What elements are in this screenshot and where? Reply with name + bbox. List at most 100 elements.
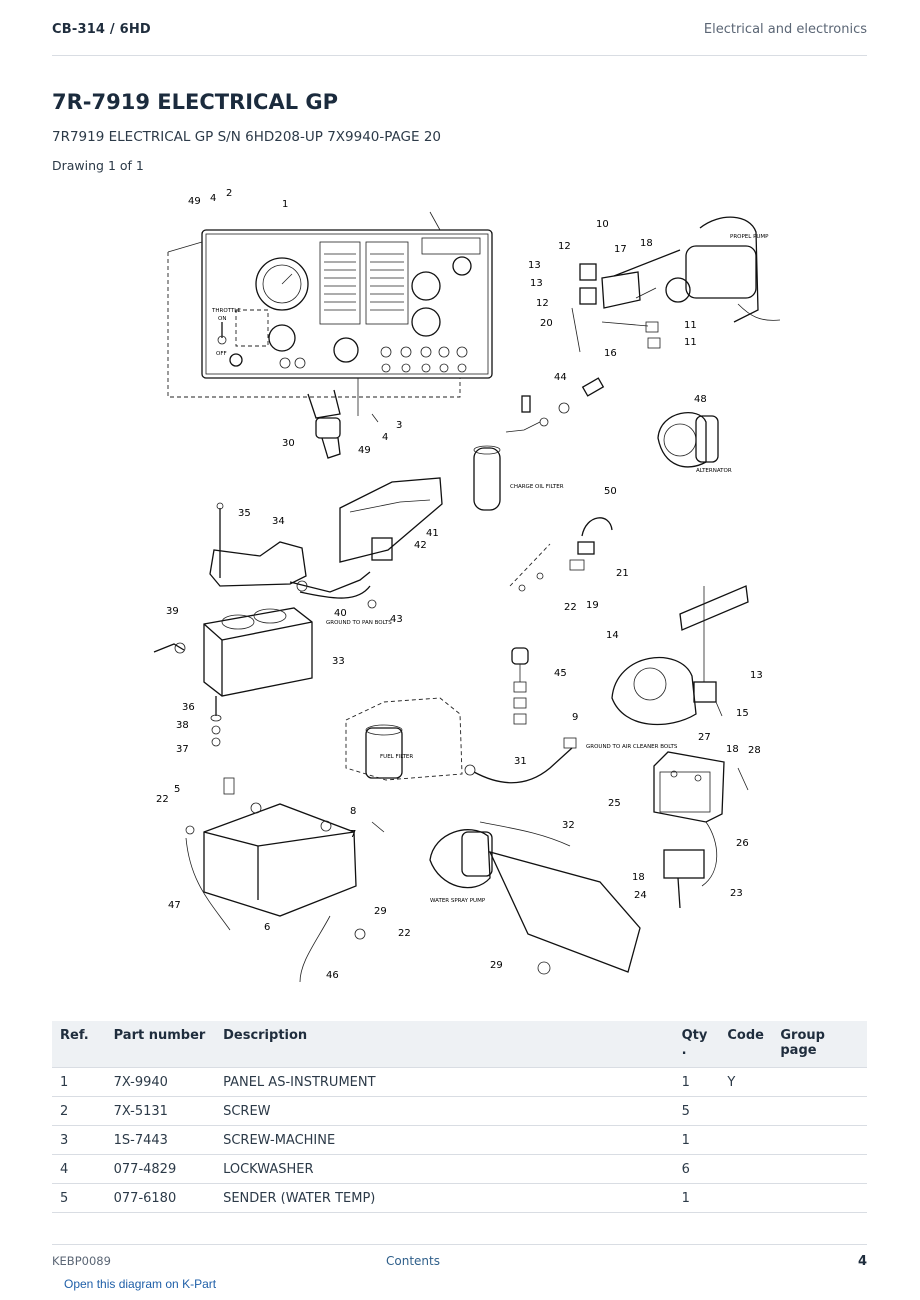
- callout-1[interactable]: 1: [282, 199, 288, 210]
- callout-34[interactable]: 34: [272, 516, 285, 527]
- callout-49[interactable]: 49: [188, 196, 201, 207]
- caption-ground-pan: GROUND TO PAN BOLTS: [326, 620, 392, 626]
- callout-39[interactable]: 39: [166, 606, 179, 617]
- cell-ref: 2: [52, 1096, 106, 1126]
- callout-25[interactable]: 25: [608, 798, 621, 809]
- callout-18c[interactable]: 18: [632, 872, 645, 883]
- callout-10[interactable]: 10: [596, 219, 609, 230]
- table-header-row: Ref. Part number Description Qty . Code …: [52, 1021, 867, 1068]
- callout-24[interactable]: 24: [634, 890, 647, 901]
- callout-40[interactable]: 40: [334, 608, 347, 619]
- open-kpart-link[interactable]: Open this diagram on K-Part: [64, 1277, 217, 1291]
- callout-43[interactable]: 43: [390, 614, 403, 625]
- callout-36[interactable]: 36: [182, 702, 195, 713]
- callout-18[interactable]: 18: [640, 238, 653, 249]
- callout-22c[interactable]: 22: [398, 928, 411, 939]
- callout-28[interactable]: 28: [748, 745, 761, 756]
- page-header: CB-314 / 6HD Electrical and electronics: [52, 22, 867, 56]
- cell-code: [719, 1154, 773, 1184]
- cell-qty: 5: [673, 1096, 720, 1126]
- callout-44[interactable]: 44: [554, 372, 567, 383]
- cell-group-page: [772, 1183, 867, 1213]
- callout-4[interactable]: 4: [210, 193, 216, 204]
- callout-16[interactable]: 16: [604, 348, 617, 359]
- ground-cable-drawing: GROUND TO PAN BOLTS: [299, 585, 392, 626]
- callout-13b[interactable]: 13: [530, 278, 543, 289]
- callout-7[interactable]: 7: [350, 829, 356, 840]
- callout-3[interactable]: 3: [396, 420, 402, 431]
- contents-link[interactable]: Contents: [386, 1254, 440, 1268]
- parts-diagram[interactable]: THROTTLE ON OFF PROPEL P: [140, 182, 781, 997]
- callout-2[interactable]: 2: [226, 188, 232, 199]
- cell-qty: 1: [673, 1067, 720, 1097]
- callout-13c[interactable]: 13: [750, 670, 763, 681]
- callout-32[interactable]: 32: [562, 820, 575, 831]
- callout-26[interactable]: 26: [736, 838, 749, 849]
- header-qty: Qty .: [673, 1021, 720, 1068]
- charge-filter-drawing: CHARGE OIL FILTER: [473, 377, 605, 511]
- callout-8[interactable]: 8: [350, 806, 356, 817]
- cell-qty: 1: [673, 1125, 720, 1155]
- callout-20[interactable]: 20: [540, 318, 553, 329]
- cell-description: PANEL AS-INSTRUMENT: [215, 1067, 674, 1097]
- table-row[interactable]: 3 1S-7443 SCREW-MACHINE 1: [52, 1125, 867, 1155]
- callout-46[interactable]: 46: [326, 970, 339, 981]
- instrument-panel-drawing: THROTTLE ON OFF: [167, 211, 493, 398]
- callout-11b[interactable]: 11: [684, 337, 697, 348]
- callout-22[interactable]: 22: [564, 602, 577, 613]
- water-pump-drawing: WATER SPRAY PUMP: [429, 821, 641, 975]
- callout-9[interactable]: 9: [572, 712, 578, 723]
- callout-41[interactable]: 41: [426, 528, 439, 539]
- cell-description: SCREW-MACHINE: [215, 1125, 674, 1155]
- callout-49b[interactable]: 49: [358, 445, 371, 456]
- callout-29b[interactable]: 29: [490, 960, 503, 971]
- callout-13[interactable]: 13: [528, 260, 541, 271]
- callout-31[interactable]: 31: [514, 756, 527, 767]
- cell-description: SCREW: [215, 1096, 674, 1126]
- callout-19[interactable]: 19: [586, 600, 599, 611]
- callout-4b[interactable]: 4: [382, 432, 388, 443]
- callout-17[interactable]: 17: [614, 244, 627, 255]
- drawing-count: Drawing 1 of 1: [52, 158, 144, 173]
- callout-47[interactable]: 47: [168, 900, 181, 911]
- callout-18b[interactable]: 18: [726, 744, 739, 755]
- callout-12b[interactable]: 12: [536, 298, 549, 309]
- callout-12[interactable]: 12: [558, 241, 571, 252]
- callout-30[interactable]: 30: [282, 438, 295, 449]
- callout-35[interactable]: 35: [238, 508, 251, 519]
- table-row[interactable]: 5 077-6180 SENDER (WATER TEMP) 1: [52, 1183, 867, 1213]
- callout-50[interactable]: 50: [604, 486, 617, 497]
- callout-23[interactable]: 23: [730, 888, 743, 899]
- callout-29[interactable]: 29: [374, 906, 387, 917]
- cell-code: [719, 1125, 773, 1155]
- callout-38[interactable]: 38: [176, 720, 189, 731]
- callout-21[interactable]: 21: [616, 568, 629, 579]
- table-row[interactable]: 4 077-4829 LOCKWASHER 6: [52, 1154, 867, 1184]
- cell-qty: 1: [673, 1183, 720, 1213]
- callout-11[interactable]: 11: [684, 320, 697, 331]
- breadcrumb[interactable]: CB-314 / 6HD: [52, 22, 151, 37]
- callout-45[interactable]: 45: [554, 668, 567, 679]
- callout-14[interactable]: 14: [606, 630, 619, 641]
- cell-part-number: 077-6180: [105, 1183, 216, 1213]
- callout-22b[interactable]: 22: [156, 794, 169, 805]
- cell-ref: 5: [52, 1183, 106, 1213]
- callout-5[interactable]: 5: [174, 784, 180, 795]
- cell-ref: 3: [52, 1125, 106, 1155]
- callout-27[interactable]: 27: [698, 732, 711, 743]
- caption-ground-air: GROUND TO AIR CLEANER BOLTS: [586, 744, 678, 750]
- table-row[interactable]: 1 7X-9940 PANEL AS-INSTRUMENT 1 Y: [52, 1067, 867, 1097]
- callout-33[interactable]: 33: [332, 656, 345, 667]
- propel-pump-drawing: PROPEL PUMP: [571, 216, 781, 353]
- table-row[interactable]: 2 7X-5131 SCREW 5: [52, 1096, 867, 1126]
- fuel-filter-drawing: FUEL FILTER: [345, 697, 463, 781]
- cell-description: SENDER (WATER TEMP): [215, 1183, 674, 1213]
- ground-air-cable-drawing: GROUND TO AIR CLEANER BOLTS: [464, 737, 678, 784]
- callout-6[interactable]: 6: [264, 922, 270, 933]
- callout-37[interactable]: 37: [176, 744, 189, 755]
- callout-15[interactable]: 15: [736, 708, 749, 719]
- cell-ref: 1: [52, 1067, 106, 1097]
- cell-code: [719, 1183, 773, 1213]
- callout-48[interactable]: 48: [694, 394, 707, 405]
- callout-42[interactable]: 42: [414, 540, 427, 551]
